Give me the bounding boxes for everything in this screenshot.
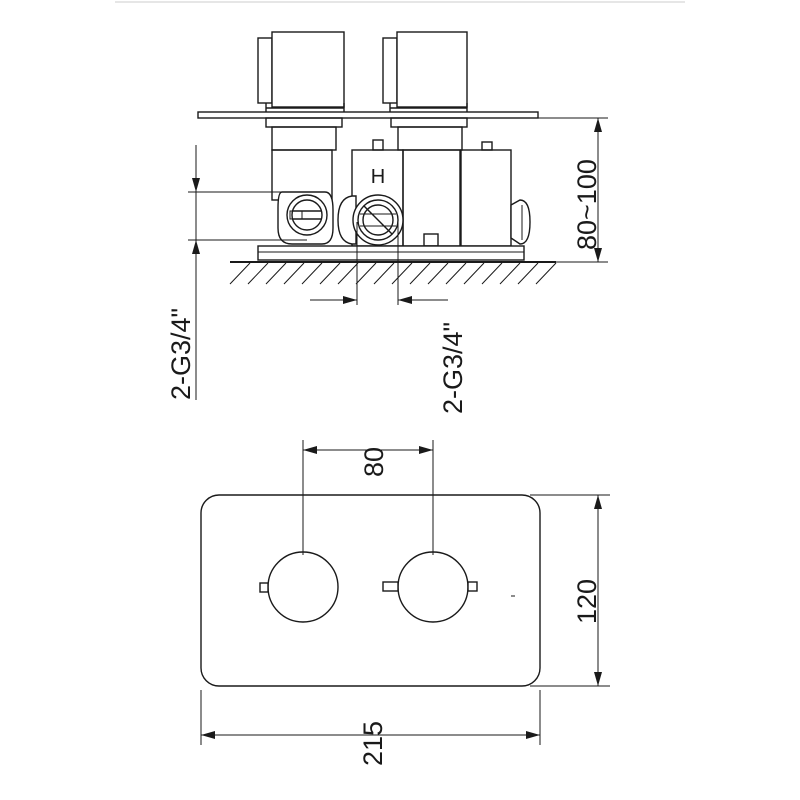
cover-plate-front — [200, 494, 541, 687]
right-thread-label: 2-G3/4" — [438, 322, 468, 414]
right-thread-dimension: 2-G3/4" — [310, 222, 468, 414]
base-plate — [257, 245, 525, 261]
cover-plate-side — [197, 111, 539, 119]
height-label: 120 — [572, 579, 602, 624]
spacing-label: 80 — [359, 447, 389, 477]
left-knob — [259, 551, 339, 623]
right-handle-side — [382, 31, 468, 112]
depth-label: 80~100 — [572, 159, 602, 250]
side-view: H — [166, 31, 608, 414]
side-outlet — [510, 199, 531, 245]
hot-inlet — [337, 194, 404, 246]
left-thread-label: 2-G3/4" — [166, 308, 196, 400]
left-handle-side — [257, 31, 345, 112]
width-dimension: 215 — [200, 690, 541, 766]
width-label: 215 — [358, 721, 388, 766]
left-outlet — [277, 191, 334, 245]
hot-marker: H — [371, 166, 385, 188]
wall-hatching — [229, 262, 557, 285]
left-stem — [265, 117, 343, 201]
spacing-dimension: 80 — [302, 440, 434, 555]
left-thread-dimension: 2-G3/4" — [166, 145, 307, 400]
right-knob — [382, 551, 478, 623]
height-dimension: 120 — [530, 494, 610, 687]
right-block — [460, 149, 512, 247]
depth-dimension: 80~100 — [480, 117, 608, 263]
front-view: 80 120 215 — [200, 440, 610, 766]
